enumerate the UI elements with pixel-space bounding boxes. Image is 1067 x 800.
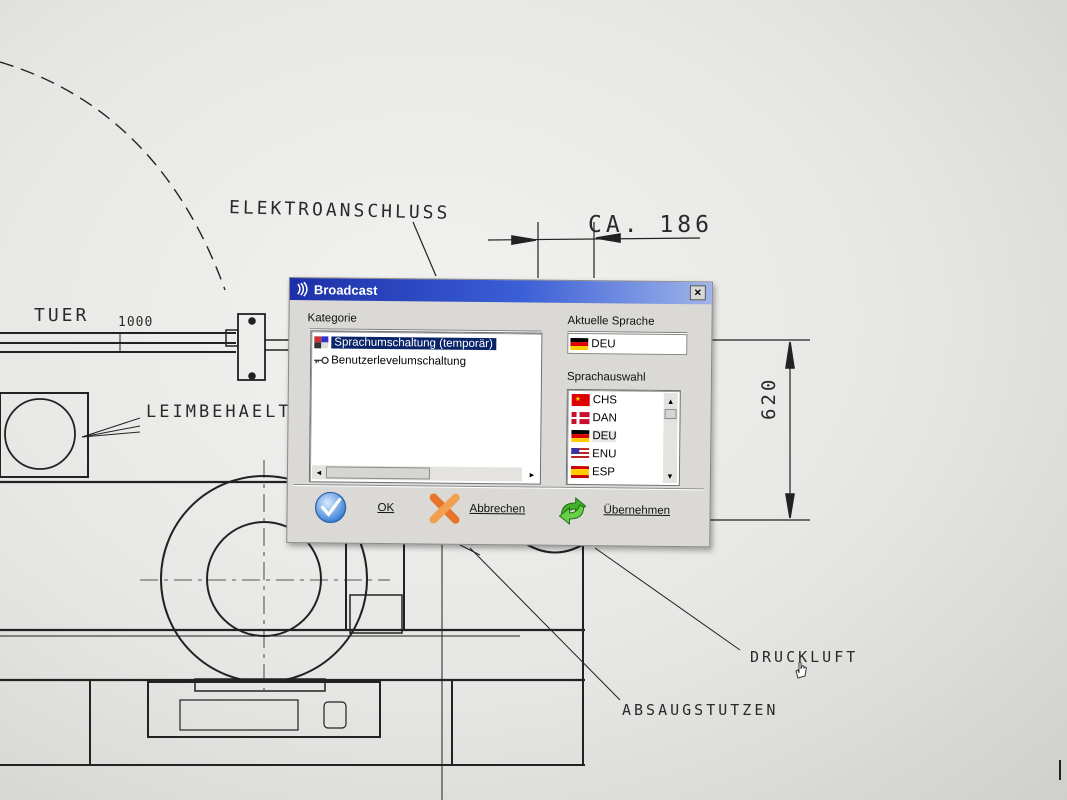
scroll-left-icon[interactable]: ◂ [316,467,322,478]
label-1000: 1000 [118,315,154,330]
label-druckluft: DRUCKLUFT [750,648,859,666]
spain-flag-icon [570,465,590,479]
key-icon [314,356,329,365]
language-item-label: DEU [592,430,617,443]
language-item-esp[interactable]: ESP [569,463,615,481]
door-swing-arc [0,61,226,291]
ok-button-label: OK [377,501,395,515]
language-item-deu[interactable]: DEU [569,427,617,445]
list-item-label: Sprachumschaltung (temporär) [331,336,496,351]
cancel-x-icon [429,493,460,524]
vertical-scrollbar[interactable]: ▴ ▾ [662,392,678,484]
current-language-label: Aktuelle Sprache [567,314,655,328]
apply-arrows-icon [558,496,587,525]
broadcast-dialog: Broadcast × Kategorie Sprachumschaltung … [286,277,713,548]
list-item-language-switch[interactable]: Sprachumschaltung (temporär) [313,334,496,352]
scroll-right-icon[interactable]: ▸ [529,469,535,480]
label-leimbehaelter: LEIMBEHAELTE [146,402,305,422]
scroll-up-icon[interactable]: ▴ [668,395,674,407]
language-item-label: ESP [591,466,616,479]
denmark-flag-icon [571,411,590,425]
broadcast-icon [297,281,308,297]
hand-cursor-icon [795,661,807,679]
checkmark-icon [314,491,347,524]
usa-flag-icon [571,447,590,461]
label-ca-186: CA. 186 [588,212,713,238]
language-item-chs[interactable]: ★ CHS [570,391,617,409]
language-select-label: Sprachauswahl [566,370,646,384]
horizontal-scrollbar[interactable]: ◂ ▸ [311,465,534,482]
language-list[interactable]: ★ CHS DAN DEU ENU [565,388,681,487]
list-item-label: Benutzerlevelumschaltung [331,354,467,368]
germany-flag-icon [570,337,589,350]
current-language-code: DEU [591,337,616,350]
cancel-button[interactable]: Abbrechen [427,491,525,526]
current-language-field: DEU [567,332,688,356]
list-item-user-level[interactable]: Benutzerlevelumschaltung [313,352,466,370]
category-list[interactable]: Sprachumschaltung (temporär) Benutzerlev… [308,330,543,485]
category-label: Kategorie [307,312,357,325]
scrollbar-thumb[interactable] [664,408,677,420]
language-item-dan[interactable]: DAN [569,409,617,427]
apply-button[interactable]: Übernehmen [555,493,670,528]
language-item-label: DAN [592,412,617,425]
dialog-titlebar[interactable]: Broadcast × [289,278,712,305]
language-item-label: CHS [592,394,618,407]
china-flag-icon: ★ [571,393,590,407]
apply-button-label: Übernehmen [603,504,671,518]
ok-button[interactable]: OK [313,490,394,525]
language-switch-icon [314,336,329,349]
close-icon: × [694,285,702,300]
germany-flag-icon [571,429,590,443]
close-button[interactable]: × [689,285,706,301]
label-620: 620 [758,376,780,420]
language-item-label: ENU [592,448,617,461]
dialog-title: Broadcast [313,281,378,298]
cancel-button-label: Abbrechen [469,502,526,516]
label-tuer: TUER [34,305,90,326]
scrollbar-thumb[interactable] [325,466,431,480]
scroll-down-icon[interactable]: ▾ [667,470,673,482]
language-item-enu[interactable]: ENU [569,445,617,463]
label-absaugstutzen: ABSAUGSTUTZEN [622,701,779,719]
